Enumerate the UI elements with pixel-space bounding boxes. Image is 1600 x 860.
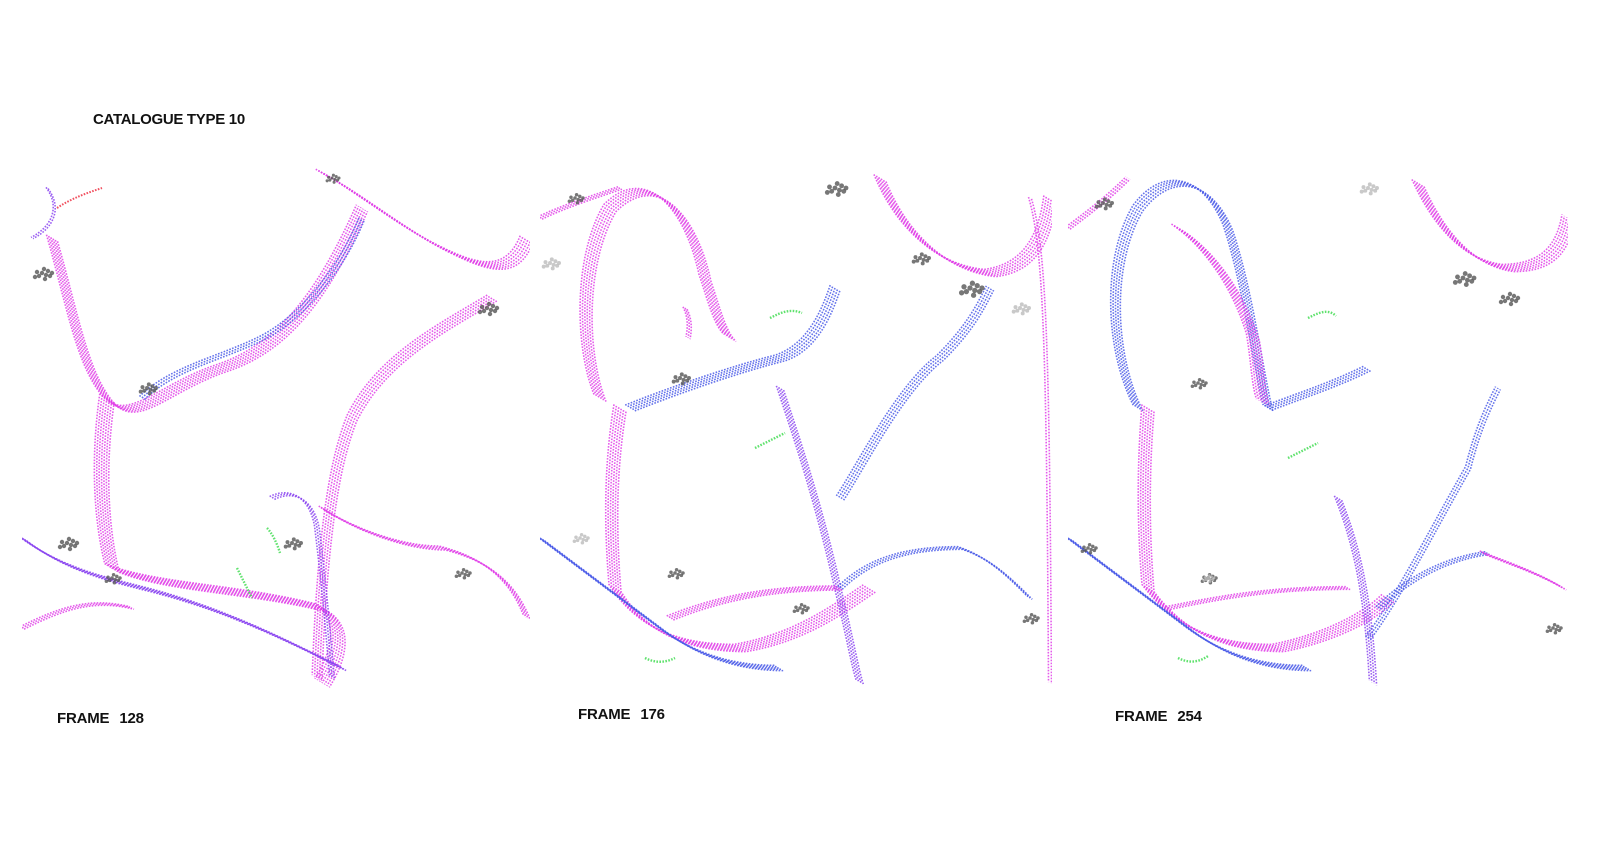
particle-cluster [1202, 574, 1216, 583]
particle-cluster [283, 537, 303, 551]
particle-cluster [792, 603, 810, 615]
trail-bundle [624, 284, 841, 412]
trail-bundle [1171, 223, 1271, 408]
trail-bundle [579, 187, 737, 402]
trail-bundle [1479, 550, 1567, 591]
trail-bundle [1333, 495, 1378, 686]
trail-bundle [235, 567, 254, 599]
frame-caption-label: FRAME [578, 706, 631, 723]
trail-bundle [604, 404, 877, 653]
particle-cluster [541, 257, 561, 271]
trail-bundle [30, 186, 57, 240]
particle-cluster [572, 533, 590, 545]
trail-bundle [1177, 654, 1209, 663]
frame-caption-176: FRAME 176 [578, 706, 665, 723]
trail-bundle [682, 306, 693, 340]
trail-bundle [644, 656, 676, 663]
particle-cluster [325, 173, 341, 184]
trail-bundle [1307, 310, 1337, 320]
frame-caption-254: FRAME 254 [1115, 708, 1202, 725]
frame-caption-number: 128 [119, 710, 144, 727]
trail-bundle [540, 537, 785, 672]
trail-bundle [138, 216, 366, 401]
particle-cluster [1011, 302, 1031, 316]
frame-panel-128 [22, 168, 530, 688]
particle-cluster [1452, 271, 1477, 288]
trail-bundle [269, 492, 336, 680]
trail-bundle [93, 393, 346, 688]
trail-bundle [1165, 585, 1351, 611]
trail-bundle [56, 187, 103, 209]
particle-cluster [1545, 623, 1563, 635]
trail-bundle [22, 537, 347, 672]
particle-trails-plot [540, 174, 1052, 686]
trail-bundle [1287, 441, 1319, 460]
particle-cluster [32, 266, 55, 282]
trail-bundle [1068, 537, 1313, 672]
trail-bundle [1375, 550, 1491, 610]
trail-bundle [540, 186, 623, 220]
particle-cluster [671, 372, 691, 386]
frame-caption-label: FRAME [1115, 708, 1168, 725]
trail-bundle [835, 285, 995, 501]
particle-trails-plot [22, 168, 530, 688]
particle-cluster [667, 568, 685, 580]
frame-panel-254 [1068, 168, 1568, 688]
particle-cluster [911, 252, 931, 266]
particle-cluster [567, 193, 585, 205]
trail-bundle [1137, 404, 1395, 653]
trail-bundle [873, 174, 1052, 278]
particle-cluster [1094, 197, 1114, 211]
trail-bundle [45, 204, 369, 413]
particle-cluster [1080, 543, 1098, 555]
trail-bundle [1027, 196, 1052, 684]
trail-bundle [1068, 176, 1131, 230]
particle-cluster [1498, 291, 1521, 307]
particle-cluster [454, 568, 472, 580]
frame-caption-number: 176 [640, 706, 665, 723]
particle-cluster [1022, 613, 1040, 625]
trail-bundle [22, 602, 135, 630]
particle-cluster [958, 280, 985, 298]
frame-caption-128: FRAME 128 [57, 710, 144, 727]
particle-cluster [104, 573, 122, 585]
particle-cluster [477, 301, 500, 317]
particle-cluster [1190, 378, 1208, 390]
trail-bundle [315, 168, 530, 270]
trail-bundle [311, 294, 498, 681]
trail-bundle [754, 431, 786, 450]
catalogue-title: CATALOGUE TYPE 10 [93, 111, 245, 128]
trail-bundle [1109, 179, 1274, 412]
trail-bundle [666, 585, 844, 621]
trail-bundle [775, 385, 865, 686]
trail-bundle [1411, 179, 1568, 273]
particle-cluster [57, 536, 80, 552]
particle-cluster [1359, 182, 1379, 196]
trail-bundle [318, 505, 530, 621]
frame-caption-label: FRAME [57, 710, 110, 727]
trail-bundle [769, 309, 803, 320]
trail-bundle [266, 527, 282, 554]
trail-bundle [837, 545, 1033, 600]
particle-cluster [824, 181, 849, 198]
particle-cluster [138, 382, 158, 396]
particle-trails-plot [1068, 176, 1568, 686]
trail-bundle [1364, 386, 1502, 640]
trail-bundle [1264, 365, 1372, 411]
frame-caption-number: 254 [1177, 708, 1202, 725]
frame-panel-176 [540, 168, 1052, 688]
